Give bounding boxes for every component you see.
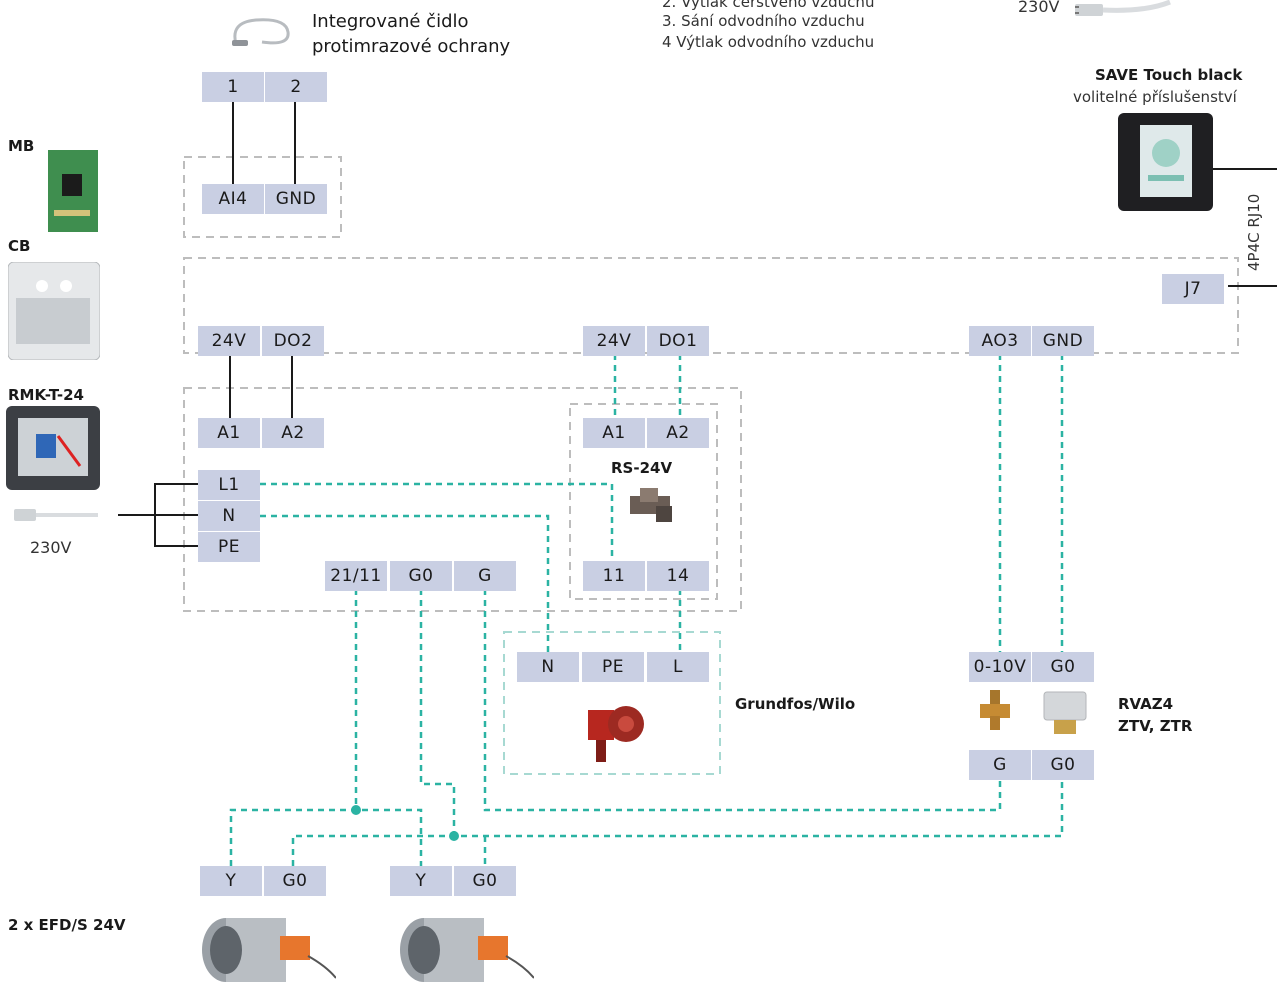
terminal-y-damper-1: Y	[200, 866, 262, 896]
pump-box	[503, 631, 721, 775]
terminal-a2-rs: A2	[647, 418, 709, 448]
save-touch-subtitle: volitelné příslušenství	[1073, 88, 1237, 106]
terminal-l1: L1	[198, 470, 260, 500]
terminal-pump-n: N	[517, 652, 579, 682]
legend-item-2: 2. Výtlak čerstvého vzduchu	[662, 0, 875, 11]
terminal-24v-b: 24V	[583, 326, 645, 356]
supply-label: 230V	[30, 538, 72, 557]
rvaz4-label: RVAZ4	[1118, 695, 1174, 713]
terminal-do1: DO1	[647, 326, 709, 356]
ztv-ztr-label: ZTV, ZTR	[1118, 717, 1193, 735]
rmk-box	[183, 387, 742, 612]
legend-item-4: 4 Výtlak odvodního vzduchu	[662, 33, 875, 51]
terminal-g0-damper-2: G0	[454, 866, 516, 896]
relay-icon	[630, 488, 672, 522]
terminal-g0-damper-1: G0	[264, 866, 326, 896]
terminal-gnd-sensor: GND	[265, 184, 327, 214]
terminal-sensor-2: 2	[265, 72, 327, 102]
circulation-pump-icon	[588, 706, 644, 762]
damper-2-icon	[400, 918, 534, 982]
terminal-a2-rmk: A2	[262, 418, 324, 448]
mb-label: MB	[8, 137, 35, 155]
save-touch-panel-icon	[1118, 113, 1213, 211]
damper-1-icon	[202, 918, 336, 982]
save-touch-title: SAVE Touch black	[1095, 66, 1243, 84]
plug-icon	[1075, 0, 1171, 16]
terminal-11: 11	[583, 561, 645, 591]
terminal-0-10v: 0-10V	[969, 652, 1031, 682]
terminal-g0-valve: G0	[1032, 652, 1094, 682]
rmk-label: RMK-T-24	[8, 386, 84, 404]
temperature-sensor-icon	[232, 18, 290, 46]
terminal-pe: PE	[198, 532, 260, 562]
cb-enclosure-icon	[8, 262, 100, 360]
power-plug-icon	[14, 509, 98, 521]
terminal-14: 14	[647, 561, 709, 591]
terminal-gnd-ao: GND	[1032, 326, 1094, 356]
terminal-ai4: AI4	[202, 184, 264, 214]
sensor-label-line2: protimrazové ochrany	[312, 36, 511, 57]
terminal-pump-pe: PE	[582, 652, 644, 682]
terminal-24v-a: 24V	[198, 326, 260, 356]
rs-relay-label: RS-24V	[611, 459, 673, 477]
efd-label: 2 x EFD/S 24V	[8, 916, 126, 934]
terminal-a1-rs: A1	[583, 418, 645, 448]
rj10-cable-label: 4P4C RJ10	[1245, 193, 1263, 271]
valve-actuator-icon	[1043, 691, 1087, 734]
legend-item-3: 3. Sání odvodního vzduchu	[662, 12, 865, 30]
terminal-j7: J7	[1162, 274, 1224, 304]
terminal-g-valve: G	[969, 750, 1031, 780]
terminal-21-11: 21/11	[325, 561, 387, 591]
mixing-valve-icon	[980, 690, 1010, 730]
terminal-g0-valve-2: G0	[1032, 750, 1094, 780]
mb-board-icon	[48, 150, 98, 232]
supply-top-label: 230V	[1018, 0, 1060, 16]
terminal-y-damper-2: Y	[390, 866, 452, 896]
sensor-label-line1: Integrované čidlo	[312, 11, 469, 32]
terminal-n: N	[198, 501, 260, 531]
terminal-do2: DO2	[262, 326, 324, 356]
sensor-module-box	[183, 156, 342, 238]
terminal-g0-main: G0	[390, 561, 452, 591]
terminal-sensor-1: 1	[202, 72, 264, 102]
terminal-a1-rmk: A1	[198, 418, 260, 448]
pump-label: Grundfos/Wilo	[735, 695, 856, 713]
terminal-ao3: AO3	[969, 326, 1031, 356]
rmk-enclosure-icon	[6, 406, 100, 490]
terminal-pump-l: L	[647, 652, 709, 682]
rs-relay-box	[569, 403, 718, 600]
terminal-g-main: G	[454, 561, 516, 591]
cb-label: CB	[8, 237, 31, 255]
